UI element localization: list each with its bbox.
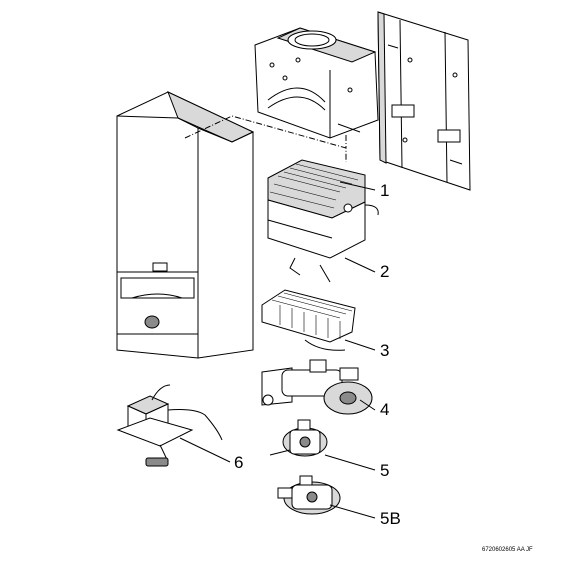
flue-hood (254, 27, 379, 139)
water-valve (269, 419, 328, 457)
heat-exchanger (267, 159, 379, 283)
callout-6: 6 (234, 453, 243, 472)
callout-5: 5 (380, 461, 389, 480)
callout-4: 4 (380, 400, 389, 419)
ignition-unit (116, 384, 223, 467)
callout-3: 3 (380, 341, 389, 360)
callout-1: 1 (380, 181, 389, 200)
assembly-guides (184, 115, 347, 162)
mounting-frame (377, 11, 471, 191)
gas-valve-assembly (261, 359, 373, 415)
burner (261, 289, 356, 351)
water-valve-5b (277, 475, 341, 515)
appliance-casing (116, 91, 255, 359)
callout-5b: 5B (380, 509, 401, 528)
callout-2: 2 (380, 262, 389, 281)
callout-leaders (179, 181, 376, 519)
drawing-code: 6720602605 AA JF (482, 547, 533, 553)
